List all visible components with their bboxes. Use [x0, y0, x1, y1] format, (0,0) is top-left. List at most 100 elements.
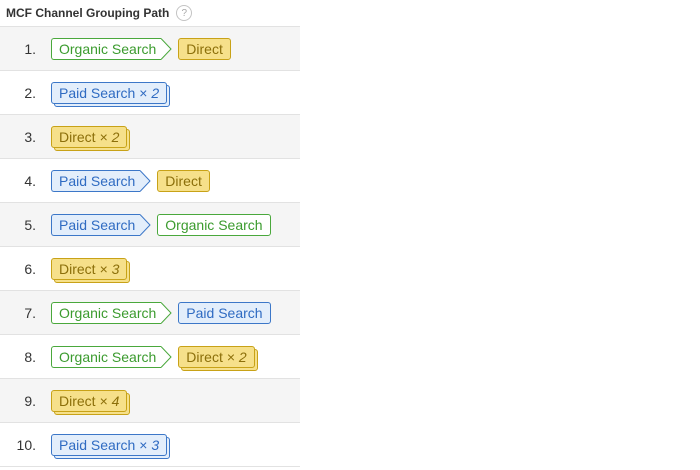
channel-path: Paid Search Direct [51, 169, 216, 192]
organic-step: Organic Search [51, 345, 172, 368]
column-title: MCF Channel Grouping Path [6, 6, 170, 20]
repeat-count: × 2 [227, 349, 247, 365]
row-number: 10. [16, 436, 36, 453]
path-arrow-icon [161, 345, 172, 368]
channel-label: Paid Search [59, 172, 136, 189]
repeat-count: × 2 [100, 129, 120, 145]
paid-chip: Paid Search× 2 [51, 81, 168, 104]
row-number: 5. [24, 216, 36, 233]
channel-path: Paid Search Organic Search [51, 213, 277, 236]
path-arrow-icon [161, 37, 172, 60]
channel-label: Direct [59, 128, 96, 145]
repeat-count-value: 2 [238, 348, 247, 365]
path-row: 1. Organic Search Direct [0, 27, 300, 71]
channel-path: Organic Search Direct [51, 37, 237, 60]
paid-chip: Paid Search [51, 169, 141, 192]
channel-label: Direct [186, 348, 223, 365]
row-number: 8. [24, 348, 36, 365]
repeat-count-value: 2 [151, 84, 160, 101]
direct-step: Direct× 3 [51, 257, 131, 283]
row-number: 1. [24, 40, 36, 57]
organic-step: Organic Search [51, 301, 172, 324]
channel-path: Organic Search Paid Search [51, 301, 277, 324]
direct-chip: Direct× 2 [51, 125, 128, 148]
channel-path: Direct× 2 [51, 125, 133, 151]
repeat-count-value: 3 [111, 260, 120, 277]
path-row: 5. Paid Search Organic Search [0, 203, 300, 247]
row-number: 7. [24, 304, 36, 321]
organic-chip: Organic Search [51, 37, 162, 60]
direct-chip: Direct× 4 [51, 389, 128, 412]
direct-chip: Direct× 2 [178, 345, 255, 368]
repeat-count: × 3 [100, 261, 120, 277]
path-arrow-icon [140, 213, 151, 236]
channel-label: Paid Search [59, 436, 136, 453]
path-row: 8. Organic Search Direct× 2 [0, 335, 300, 379]
channel-label: Paid Search [59, 216, 136, 233]
path-row: 2. Paid Search× 2 [0, 71, 300, 115]
help-icon[interactable]: ? [176, 5, 193, 21]
repeat-count: × 2 [139, 85, 159, 101]
direct-step: Direct× 2 [178, 345, 258, 371]
channel-label: Direct [59, 260, 96, 277]
channel-path: Paid Search× 2 [51, 81, 173, 107]
direct-step: Direct× 2 [51, 125, 131, 151]
path-row: 4. Paid Search Direct [0, 159, 300, 203]
channel-label: Organic Search [59, 304, 157, 321]
paid-chip: Paid Search [178, 301, 271, 324]
channel-label: Paid Search [59, 84, 136, 101]
paid-step: Paid Search [51, 213, 151, 236]
path-row: 9. Direct× 4 [0, 379, 300, 423]
times-sign: × [99, 260, 112, 277]
channel-path: Direct× 4 [51, 389, 133, 415]
paid-step: Paid Search× 2 [51, 81, 171, 107]
row-number: 3. [24, 128, 36, 145]
repeat-count: × 4 [100, 393, 120, 409]
row-number: 4. [24, 172, 36, 189]
row-number: 9. [24, 392, 36, 409]
path-arrow-icon [140, 169, 151, 192]
direct-chip: Direct [178, 37, 231, 60]
repeat-count-value: 2 [111, 128, 120, 145]
path-row: 6. Direct× 3 [0, 247, 300, 291]
channel-label: Organic Search [59, 348, 157, 365]
organic-chip: Organic Search [157, 213, 271, 236]
path-row: 3. Direct× 2 [0, 115, 300, 159]
times-sign: × [139, 436, 152, 453]
direct-step: Direct [157, 169, 210, 192]
channel-label: Paid Search [186, 304, 263, 321]
channel-label: Organic Search [59, 40, 157, 57]
direct-chip: Direct [157, 169, 210, 192]
repeat-count-value: 4 [111, 392, 120, 409]
channel-path: Direct× 3 [51, 257, 133, 283]
mcf-path-panel: MCF Channel Grouping Path ? 1. Organic Se… [0, 0, 300, 470]
channel-label: Direct [59, 392, 96, 409]
row-number: 6. [24, 260, 36, 277]
times-sign: × [226, 348, 239, 365]
paid-step: Paid Search [51, 169, 151, 192]
paid-step: Paid Search× 3 [51, 433, 171, 459]
path-arrow-icon [161, 301, 172, 324]
organic-chip: Organic Search [51, 301, 162, 324]
path-row: 10. Paid Search× 3 [0, 423, 300, 467]
times-sign: × [99, 128, 112, 145]
direct-step: Direct× 4 [51, 389, 131, 415]
channel-label: Direct [186, 40, 223, 57]
channel-label: Organic Search [165, 216, 263, 233]
paid-step: Paid Search [178, 301, 271, 324]
row-number: 2. [24, 84, 36, 101]
path-row: 7. Organic Search Paid Search [0, 291, 300, 335]
organic-step: Organic Search [157, 213, 271, 236]
repeat-count: × 3 [139, 437, 159, 453]
paid-chip: Paid Search [51, 213, 141, 236]
direct-step: Direct [178, 37, 231, 60]
organic-chip: Organic Search [51, 345, 162, 368]
times-sign: × [99, 392, 112, 409]
times-sign: × [139, 84, 152, 101]
direct-chip: Direct× 3 [51, 257, 128, 280]
channel-path: Organic Search Direct× 2 [51, 345, 261, 371]
organic-step: Organic Search [51, 37, 172, 60]
channel-path: Paid Search× 3 [51, 433, 173, 459]
paid-chip: Paid Search× 3 [51, 433, 168, 456]
